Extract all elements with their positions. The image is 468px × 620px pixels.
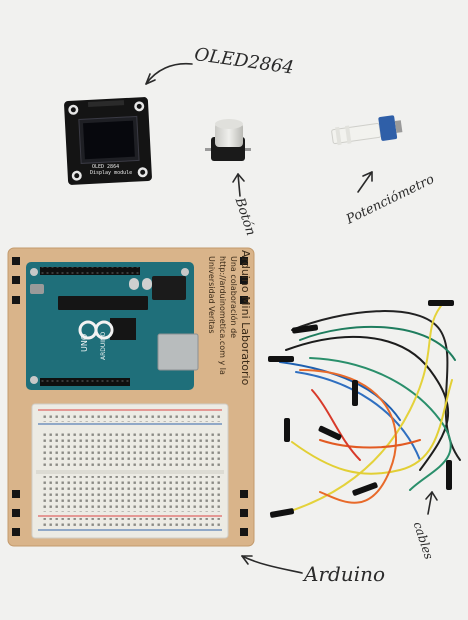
oled-sub-label: Display module [90, 170, 133, 176]
kit-board-title: Arduino Mini Laboratorio [239, 250, 252, 386]
oled-model-label: OLED 2864 [92, 164, 120, 170]
arduino-uno-board [26, 262, 199, 390]
arduino-brand-text: ARDUINO [100, 331, 107, 360]
label-arduino: Arduino [304, 562, 386, 586]
oled-module [64, 97, 152, 185]
kit-board-credit-1: Una colaboración de [229, 256, 238, 339]
cable-pins [268, 300, 454, 518]
hand-drawn-arrows [145, 62, 438, 574]
kit-board-credit-2: http://arduinometica.com y la [218, 256, 227, 375]
potentiometer-component [331, 115, 403, 146]
push-button-component [205, 119, 251, 161]
arduino-model-text: UNO [80, 333, 89, 352]
jumper-cables [277, 301, 461, 516]
kit-board-credit-3: Universidad Veritas [207, 256, 216, 334]
breadboard [31, 403, 229, 539]
